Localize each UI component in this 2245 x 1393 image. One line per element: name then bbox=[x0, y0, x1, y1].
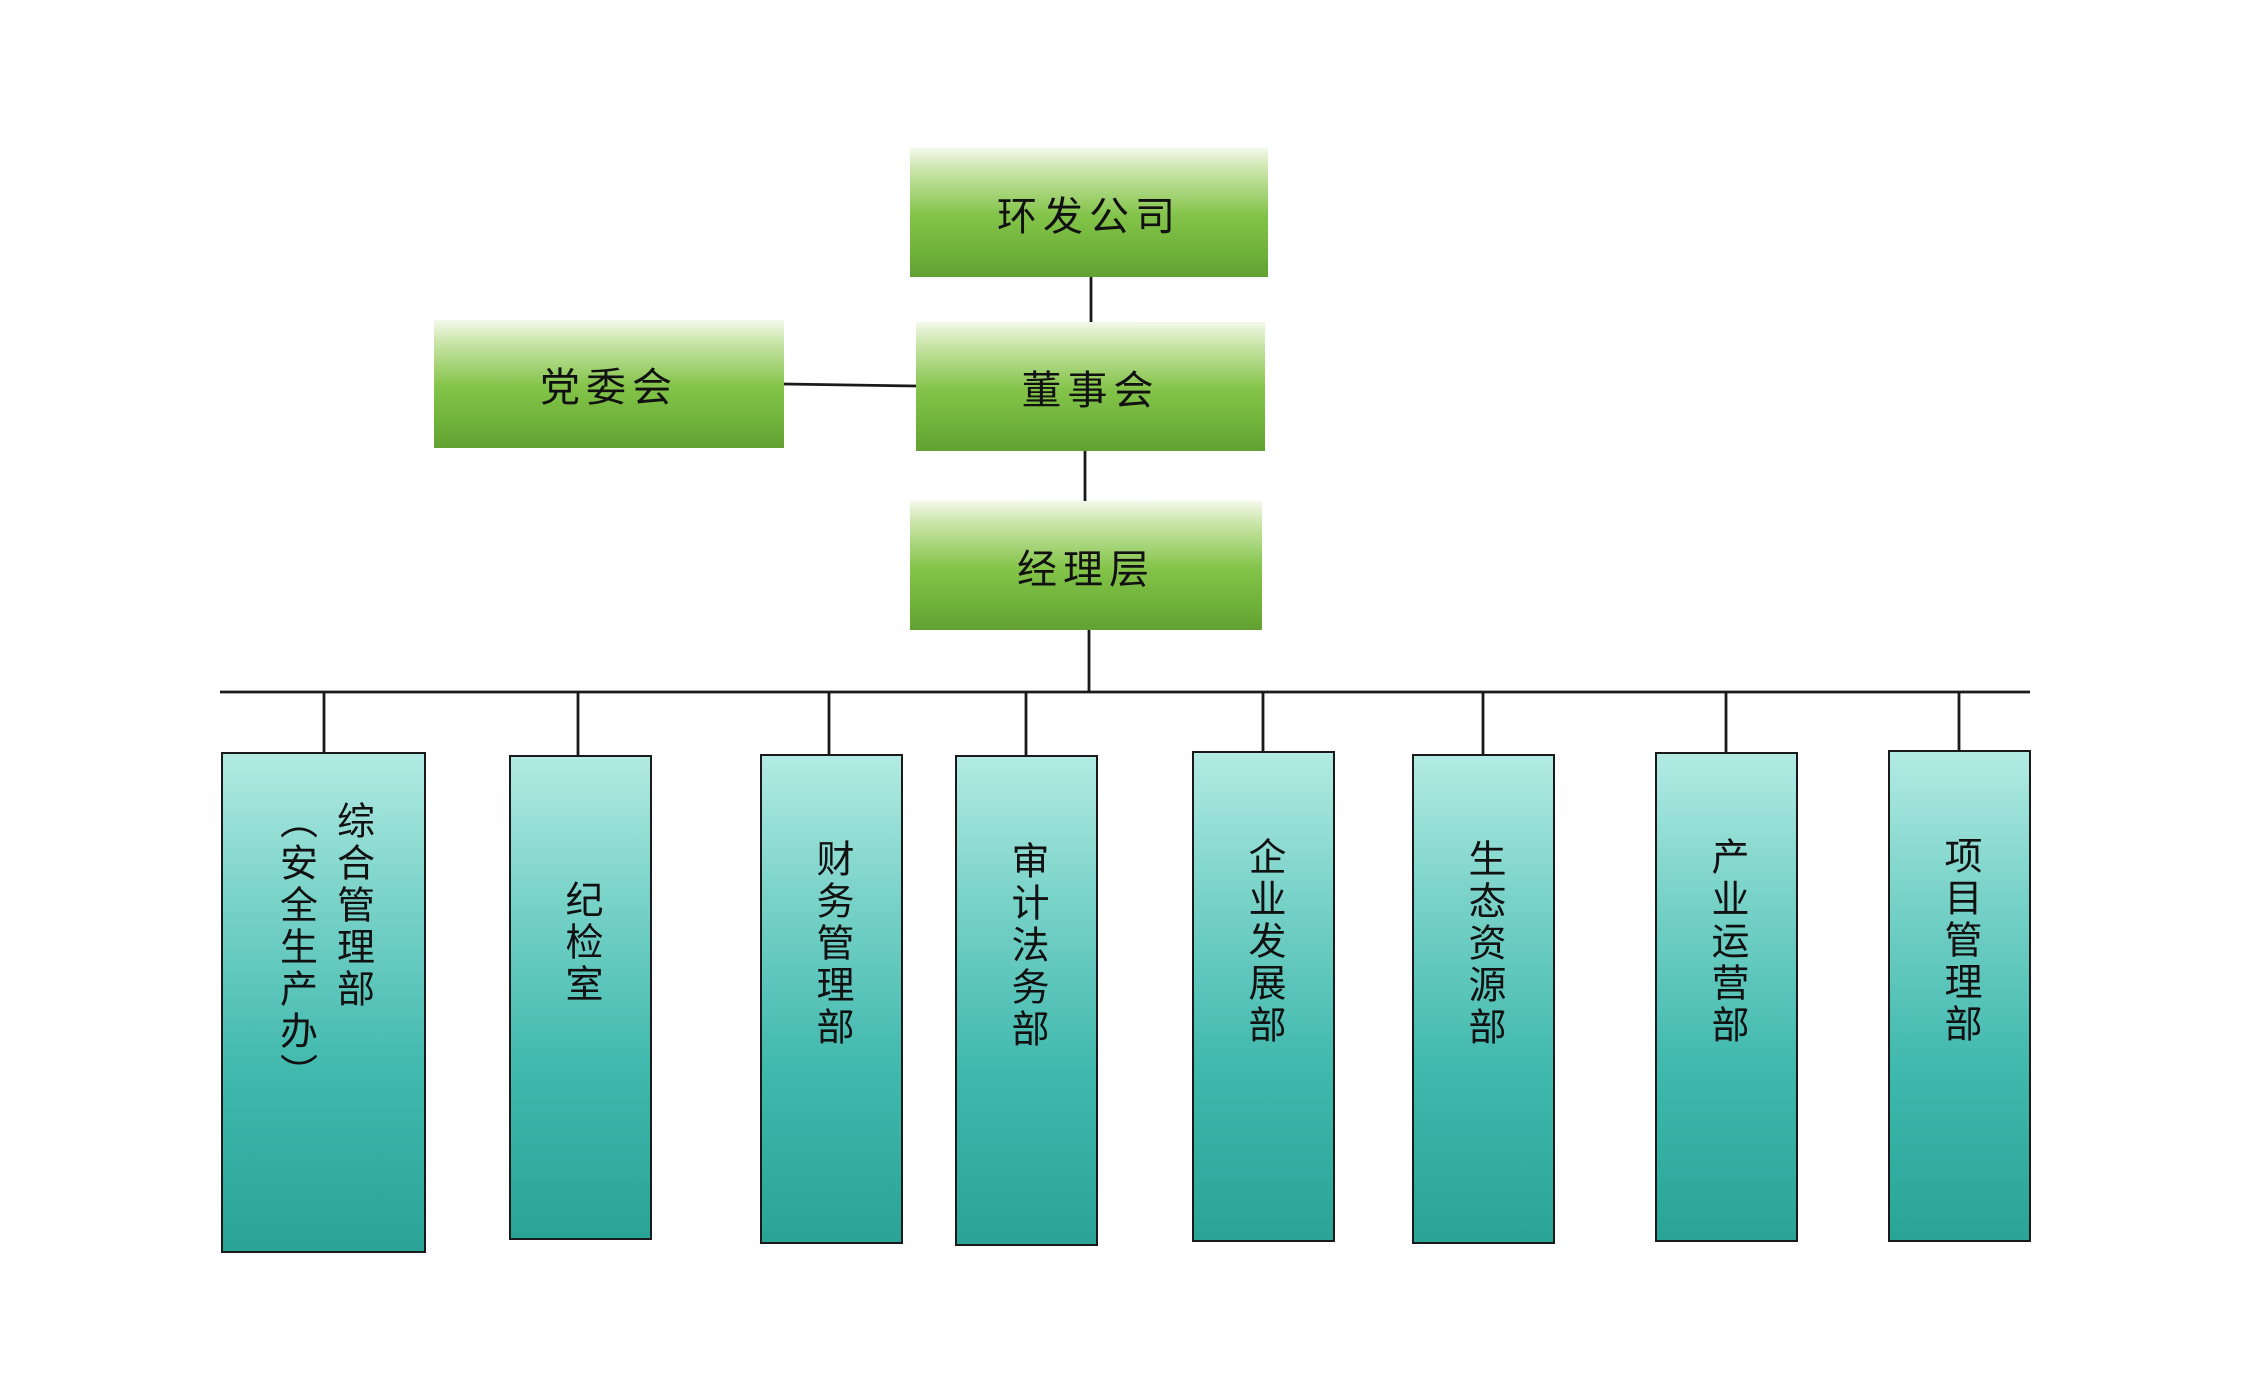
department-label: 纪检室 bbox=[559, 879, 603, 1006]
department-box-discipline-inspection: 纪检室 bbox=[509, 755, 652, 1240]
department-label: 产业运营部 bbox=[1705, 837, 1749, 1047]
department-label: 综合管理部 （安全生产办） bbox=[273, 800, 375, 1095]
department-box-industry-operations: 产业运营部 bbox=[1655, 752, 1798, 1242]
department-box-enterprise-development: 企业发展部 bbox=[1192, 751, 1335, 1242]
company-label: 环发公司 bbox=[997, 193, 1181, 240]
department-box-audit-legal: 审计法务部 bbox=[955, 755, 1098, 1246]
party-committee-label: 党委会 bbox=[540, 365, 678, 411]
department-box-ecological-resources: 生态资源部 bbox=[1412, 754, 1555, 1244]
connector-party-board bbox=[783, 382, 917, 388]
department-label: 财务管理部 bbox=[810, 839, 854, 1049]
department-box-project-management: 项目管理部 bbox=[1888, 750, 2031, 1242]
department-box-general-management: 综合管理部 （安全生产办） bbox=[221, 752, 426, 1253]
board-box: 董事会 bbox=[916, 322, 1265, 451]
management-label: 经理层 bbox=[1017, 546, 1155, 593]
company-box: 环发公司 bbox=[910, 148, 1268, 277]
board-label: 董事会 bbox=[1021, 367, 1160, 414]
department-label: 企业发展部 bbox=[1242, 836, 1286, 1047]
department-label: 审计法务部 bbox=[1005, 840, 1049, 1051]
department-label: 项目管理部 bbox=[1938, 836, 1982, 1046]
management-box: 经理层 bbox=[910, 501, 1262, 630]
department-label: 生态资源部 bbox=[1462, 839, 1506, 1049]
department-box-finance: 财务管理部 bbox=[760, 754, 903, 1244]
party-committee-box: 党委会 bbox=[434, 320, 784, 448]
